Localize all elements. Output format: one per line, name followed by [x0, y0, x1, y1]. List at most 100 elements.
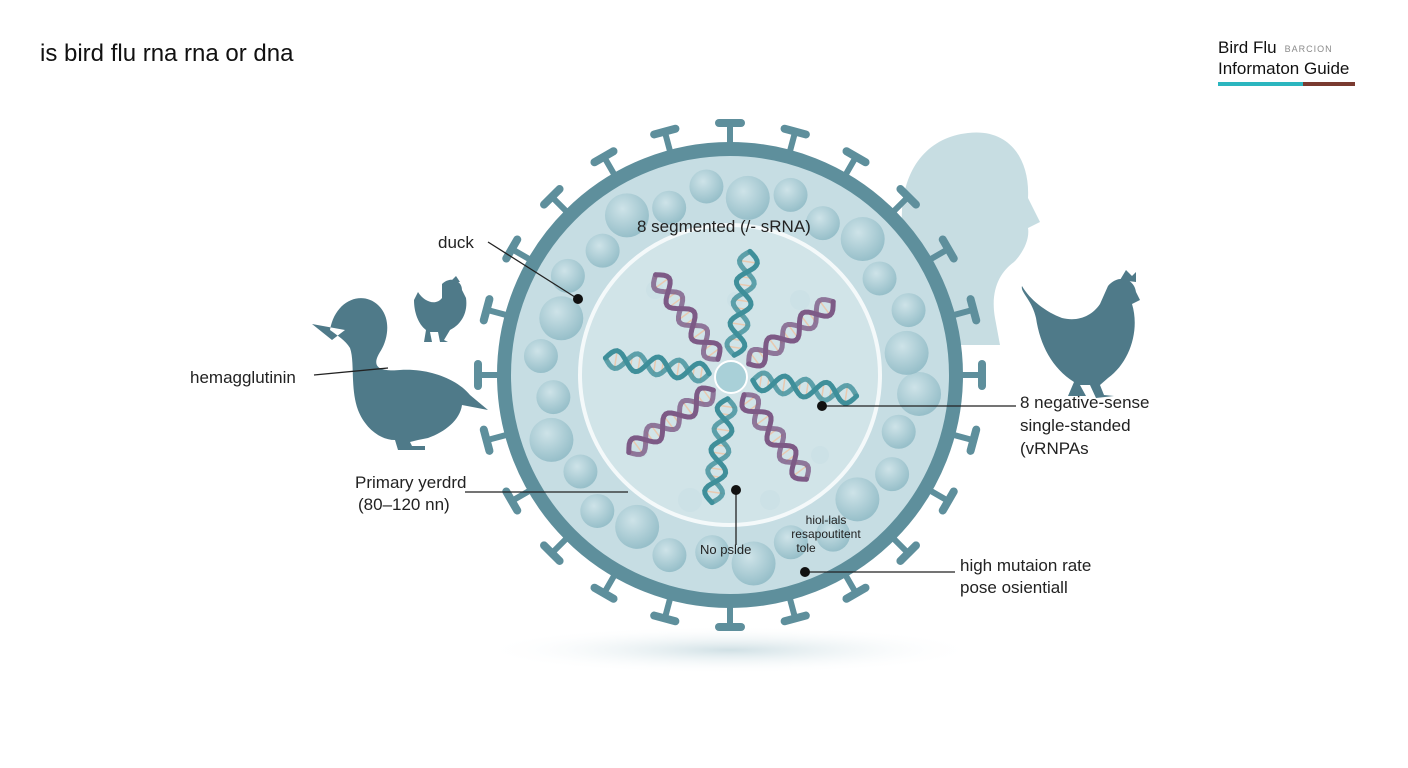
- rna-base-pair: [691, 327, 707, 340]
- leader-lines: [313, 241, 1016, 573]
- leader-duck: [487, 241, 579, 300]
- virus-spike-cap: [966, 295, 981, 325]
- virus-spike-cap: [938, 235, 958, 263]
- surface-sphere: [585, 233, 620, 268]
- virus-spike-cap: [479, 295, 494, 325]
- rna-helix-icon: [702, 396, 738, 506]
- virus-spike-cap: [780, 124, 810, 139]
- rna-base-pair: [654, 277, 670, 290]
- rna-base-pair: [792, 464, 808, 477]
- surface-sphere: [891, 293, 926, 328]
- virus-spike-cap: [966, 425, 981, 455]
- virus-spike-cap: [502, 487, 522, 515]
- brand-underline-brown: [1303, 82, 1355, 86]
- virus-spike-cap: [842, 583, 870, 603]
- virus-spike-cap: [540, 185, 564, 209]
- brand-small-text: BARCION: [1284, 43, 1333, 54]
- rna-strand: [750, 373, 860, 406]
- rna-strand: [626, 385, 716, 455]
- leader-dot-mutation: [800, 567, 810, 577]
- virus-spike-cap: [650, 124, 680, 139]
- rna-strand: [741, 392, 811, 482]
- surface-sphere: [580, 493, 615, 528]
- rna-helix-icon: [651, 272, 723, 362]
- label-negative-line2: single-standed: [1020, 416, 1131, 435]
- rna-helix-icon: [724, 248, 760, 358]
- surface-sphere: [816, 517, 851, 552]
- virus-center-node: [714, 360, 748, 394]
- rna-base-pair: [729, 322, 749, 327]
- brand-line2: Informaton Guide: [1218, 59, 1350, 78]
- rna-base-pair: [676, 359, 681, 379]
- rna-strand: [739, 392, 809, 482]
- virus-spike-cap: [590, 583, 618, 603]
- label-hemagglutinin: hemagglutinin: [190, 368, 296, 387]
- rna-base-pair: [755, 414, 771, 427]
- surface-sphere: [875, 457, 910, 492]
- virus-spike-cap: [590, 147, 618, 167]
- surface-sphere: [529, 417, 574, 462]
- surface-sphere: [550, 258, 585, 293]
- rna-strand: [602, 348, 712, 381]
- rna-helices: [602, 248, 860, 506]
- rna-base-pair: [704, 490, 723, 495]
- virus-spike-cap: [842, 147, 870, 167]
- rna-base-pair: [818, 300, 831, 316]
- rna-base-pair: [768, 337, 781, 353]
- virus-spike-cap: [896, 541, 920, 565]
- surface-sphere: [652, 190, 687, 225]
- leader-dot-duck: [573, 294, 583, 304]
- surface-sphere: [539, 296, 584, 341]
- surface-sphere: [731, 541, 776, 586]
- label-primary-line1: Primary yerdrd: [355, 473, 467, 492]
- surface-sphere: [523, 339, 558, 374]
- label-primary-line2: (80–120 nn): [358, 495, 450, 514]
- rna-strand: [702, 396, 735, 506]
- virus-shell: [497, 142, 963, 608]
- brand-underline: [1218, 82, 1355, 86]
- surface-sphere: [840, 217, 885, 262]
- rna-base-pair: [613, 350, 618, 369]
- chicken-silhouette-icon: [1021, 270, 1140, 398]
- label-small-line1: hiol-lals: [805, 513, 847, 527]
- leader-dots: [573, 294, 827, 577]
- surface-sphere: [773, 177, 808, 212]
- virus-surface-spheres: [523, 169, 942, 586]
- surface-sphere: [884, 330, 929, 375]
- label-small-line2: resapoutitent: [791, 527, 861, 541]
- virus-spike-cap: [938, 487, 958, 515]
- rna-strand: [750, 370, 860, 403]
- rna-base-pair: [844, 385, 849, 404]
- rna-strand: [727, 248, 760, 358]
- rna-strand: [724, 248, 757, 358]
- surface-sphere: [805, 206, 840, 241]
- leader-dot-negative-sense: [817, 401, 827, 411]
- surface-sphere: [897, 371, 942, 416]
- virus-spike-cap: [540, 541, 564, 565]
- duck-silhouette-icon: [312, 298, 488, 450]
- label-negative-line3: (vRNPAs: [1020, 439, 1089, 458]
- label-mutation-line2: pose osientiall: [960, 578, 1068, 597]
- surface-sphere: [695, 535, 730, 570]
- rna-helix-icon: [739, 392, 811, 482]
- virus-icon: [474, 119, 986, 631]
- surface-sphere: [689, 169, 724, 204]
- surface-sphere: [652, 538, 687, 573]
- rna-strand: [651, 272, 721, 362]
- surface-sphere: [835, 477, 880, 522]
- rna-strand: [746, 297, 836, 367]
- rna-strand: [653, 272, 723, 362]
- rna-helix-icon: [626, 385, 716, 457]
- virus-spike-cap: [502, 235, 522, 263]
- surface-sphere: [615, 504, 660, 549]
- rna-base-pair: [781, 375, 786, 395]
- label-mutation-line1: high mutaion rate: [960, 556, 1092, 575]
- leader-dot-no-pslde: [731, 485, 741, 495]
- surface-sphere: [563, 454, 598, 489]
- virus-spike-cap: [896, 185, 920, 209]
- surface-sphere: [725, 175, 770, 220]
- label-negative-line1: 8 negative-sense: [1020, 393, 1150, 412]
